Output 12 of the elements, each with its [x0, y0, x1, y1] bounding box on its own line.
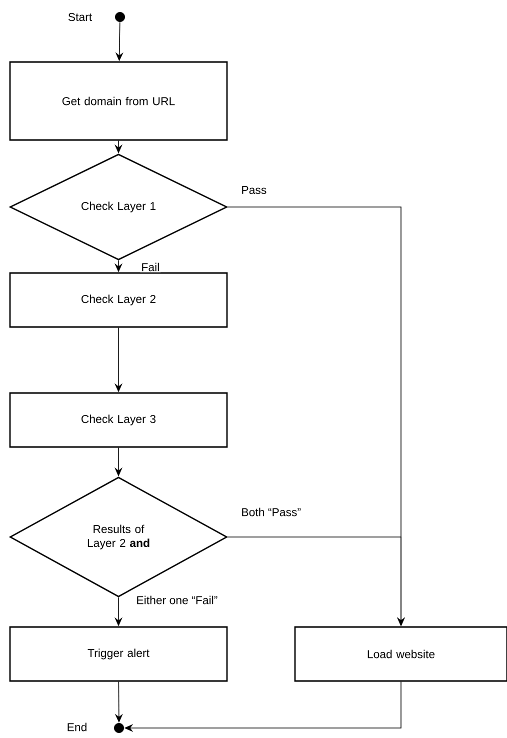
terminal-label: End [68, 722, 86, 732]
process-box: Trigger alert [9, 626, 228, 682]
edge-label: Pass [240, 185, 268, 195]
process-box: Get domain from URL [9, 61, 228, 141]
edge-label: Both “Pass” [240, 506, 302, 518]
process-box: Check Layer 2 [9, 272, 228, 328]
edge-label: Either one “Fail” [135, 594, 219, 606]
terminal-dot [115, 12, 125, 22]
process-box: Load website [294, 626, 507, 682]
terminal-label: Start [68, 12, 92, 22]
edge-label: Fail [140, 262, 161, 272]
process-box: Check Layer 3 [9, 392, 228, 448]
